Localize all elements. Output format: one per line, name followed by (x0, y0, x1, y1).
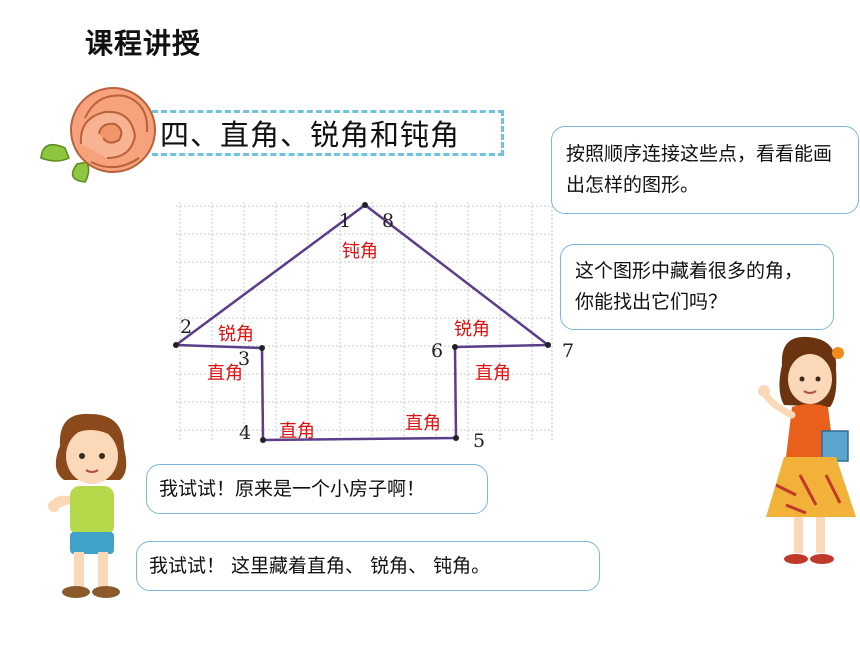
angle-label-acute-right: 锐角 (454, 319, 490, 340)
topic-title: 四、直角、锐角和钝角 (160, 118, 461, 152)
point-label-1: 1 (339, 210, 352, 232)
girl-student-icon (48, 413, 127, 598)
angle-label-right-bottom-right: 直角 (405, 413, 441, 434)
house-outline (172, 203, 552, 442)
angle-label-obtuse: 钝角 (342, 241, 378, 262)
student-speech-text-2: 我试试！ 这里藏着直角、 锐角、 钝角。 (149, 555, 491, 577)
angle-label-right-left: 直角 (207, 363, 243, 384)
student-speech-bubble-2: 我试试！ 这里藏着直角、 锐角、 钝角。 (136, 541, 600, 591)
point-label-7: 7 (562, 340, 575, 362)
point-label-8: 8 (382, 210, 395, 232)
student-speech-text-1: 我试试！原来是一个小房子啊！ (159, 478, 426, 500)
section-title: 课程讲授 (85, 27, 202, 60)
point-label-6: 6 (431, 340, 444, 362)
teacher-icon (758, 336, 856, 564)
rose-icon (40, 87, 156, 183)
point-label-3: 3 (238, 348, 251, 370)
point-label-5: 5 (473, 430, 486, 452)
point-label-2: 2 (180, 316, 193, 338)
teacher-speech-bubble-2: 这个图形中藏着很多的角，你能找出它们吗？ (560, 244, 834, 330)
student-speech-bubble-1: 我试试！原来是一个小房子啊！ (146, 464, 488, 514)
point-label-4: 4 (239, 422, 252, 444)
topic-frame (152, 110, 504, 156)
angle-label-right-right: 直角 (475, 363, 511, 384)
angle-label-right-bottom-left: 直角 (279, 421, 315, 442)
angle-label-acute-left: 锐角 (218, 324, 254, 345)
teacher-speech-bubble-1: 按照顺序连接这些点，看看能画出怎样的图形。 (551, 126, 859, 214)
vertex-dots (173, 202, 551, 443)
teacher-speech-text-2: 这个图形中藏着很多的角，你能找出它们吗？ (575, 260, 804, 313)
teacher-speech-text-1: 按照顺序连接这些点，看看能画出怎样的图形。 (566, 143, 833, 196)
